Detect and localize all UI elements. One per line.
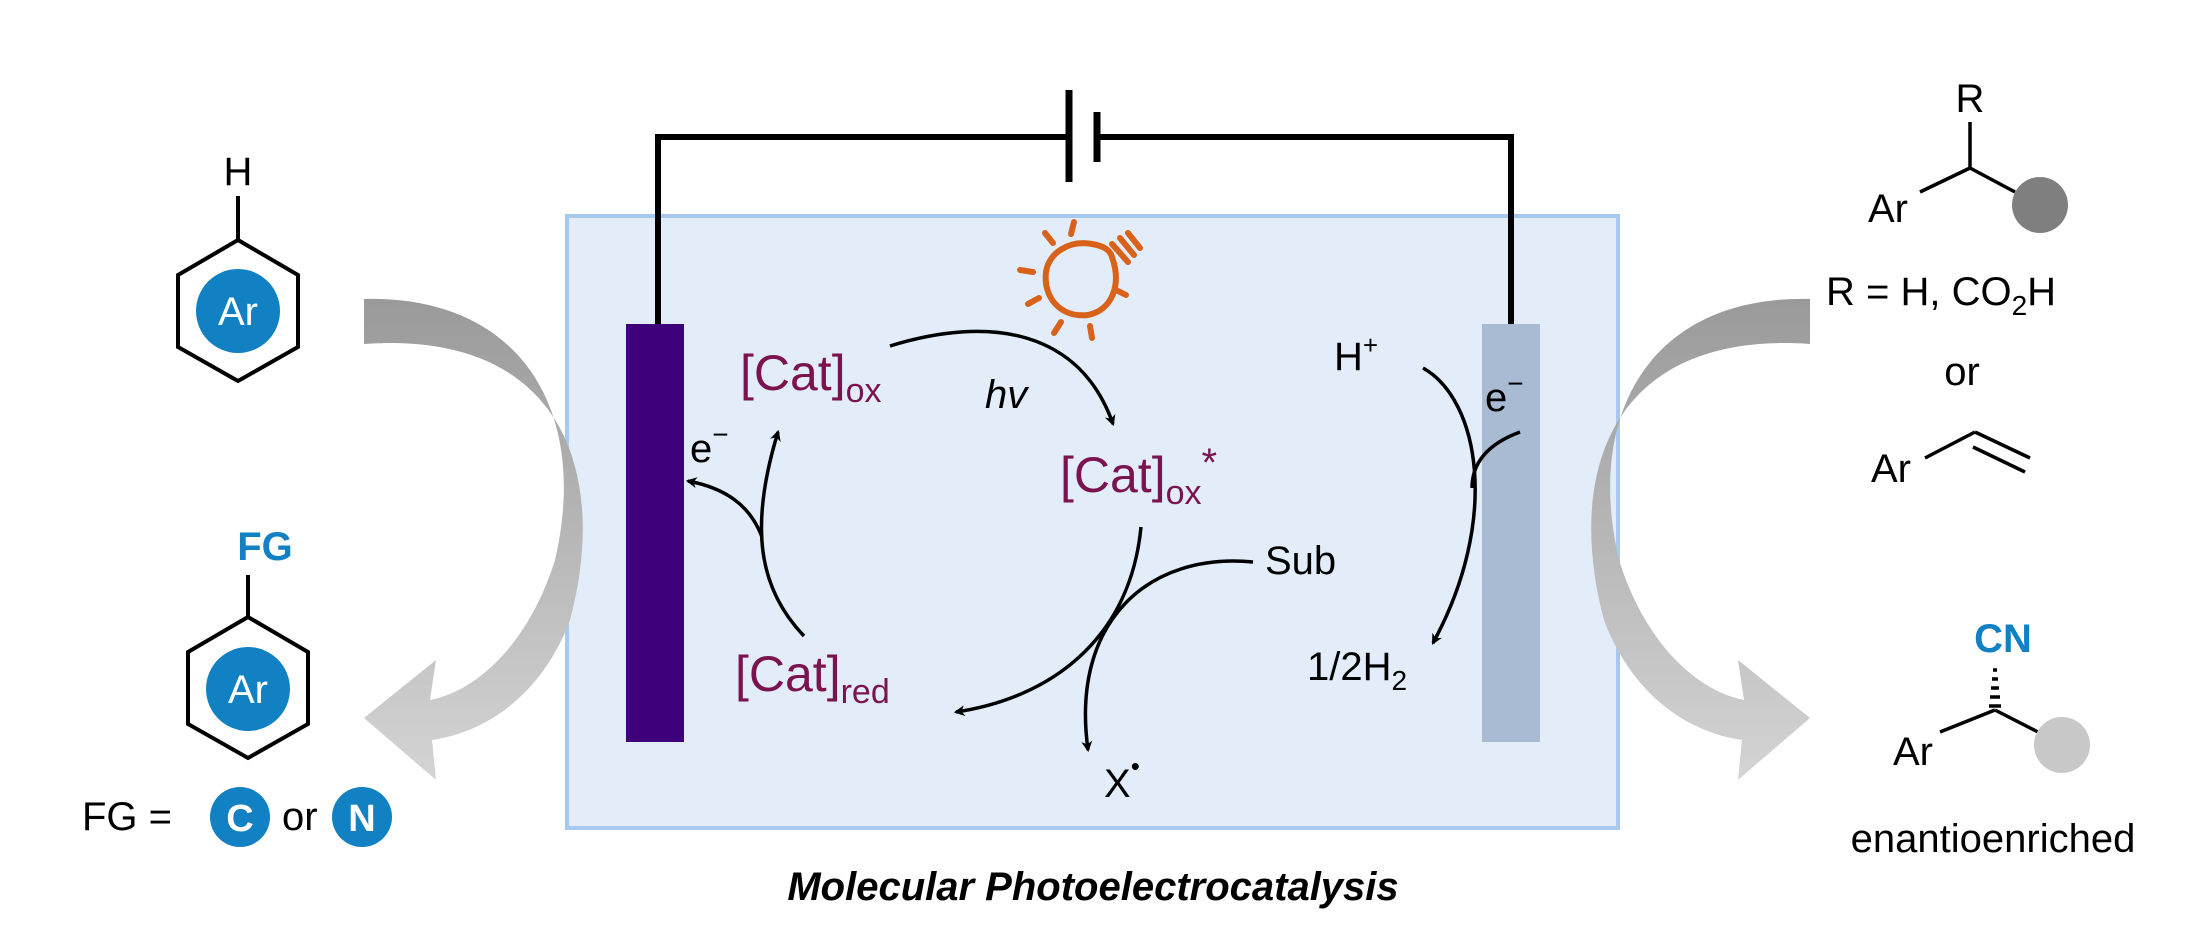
substrate-label: Sub: [1265, 539, 1336, 583]
product-ar-label: Ar: [1893, 730, 1933, 774]
right-or-label: or: [1944, 350, 1980, 394]
product-cn-label: CN: [1974, 617, 2032, 661]
anode-electron-label: e−: [690, 419, 729, 471]
arrow-ox-star-to-red: [953, 526, 1143, 717]
scheme-caption: Molecular Photoelectrocatalysis: [787, 865, 1398, 909]
cathode-electron-label: e−: [1485, 368, 1524, 420]
cat-red-label: [Cat]red: [735, 646, 890, 711]
arrow-sub-to-radical: [1081, 559, 1254, 753]
fg-carbon-badge: [210, 787, 270, 847]
arrow-red-to-ox: [759, 429, 806, 638]
right-curved-arrow: [1591, 298, 1810, 780]
benzylic-substrate: [1919, 122, 2016, 194]
battery-symbol: [1065, 90, 1101, 182]
proton-label: H+: [1334, 330, 1378, 379]
cathode-electrode: [1482, 324, 1540, 742]
arene-ar-label: Ar: [218, 290, 258, 334]
substrate-r-label: R: [1956, 77, 1985, 121]
nitrile-product: [1939, 668, 2041, 735]
radical-label: X•: [1104, 751, 1140, 806]
arene-substrate: [176, 196, 300, 384]
left-curved-arrow: [364, 298, 583, 780]
product-sphere: [2034, 717, 2090, 773]
arene-product: [186, 575, 310, 761]
cat-ox-star-label: [Cat]ox*: [1060, 441, 1217, 512]
fg-or-label: or: [282, 795, 318, 839]
product-ar-label: Ar: [228, 668, 268, 712]
hydrogen-label: 1/2H2: [1307, 645, 1407, 696]
fg-carbon-label: C: [226, 798, 253, 840]
styrene-substrate: [1924, 430, 2031, 474]
hv-label: hv: [985, 373, 1029, 417]
light-bulb-icon: [1017, 219, 1143, 341]
fg-nitrogen-badge: [332, 787, 392, 847]
product-fg-label: FG: [237, 525, 293, 569]
substrate-ar-label: Ar: [1868, 187, 1908, 231]
cat-ox-label: [Cat]ox: [740, 345, 882, 410]
arene-h-label: H: [224, 150, 253, 194]
cycle-arrows: [685, 329, 1521, 753]
arrow-excitation: [889, 329, 1116, 427]
anode-electrode: [626, 324, 684, 742]
cell-box: [565, 214, 1620, 830]
fg-nitrogen-label: N: [348, 798, 375, 840]
enantioenriched-label: enantioenriched: [1851, 817, 2136, 861]
arrow-to-anode: [685, 477, 764, 538]
fg-definition-prefix: FG =: [82, 795, 172, 839]
styrene-ar-label: Ar: [1871, 447, 1911, 491]
arrow-cathode-electron: [1470, 430, 1521, 489]
circuit-wire: [655, 134, 1514, 326]
substrate-sphere: [2012, 177, 2068, 233]
r-definition-label: R = H, CO2H: [1826, 270, 2056, 321]
